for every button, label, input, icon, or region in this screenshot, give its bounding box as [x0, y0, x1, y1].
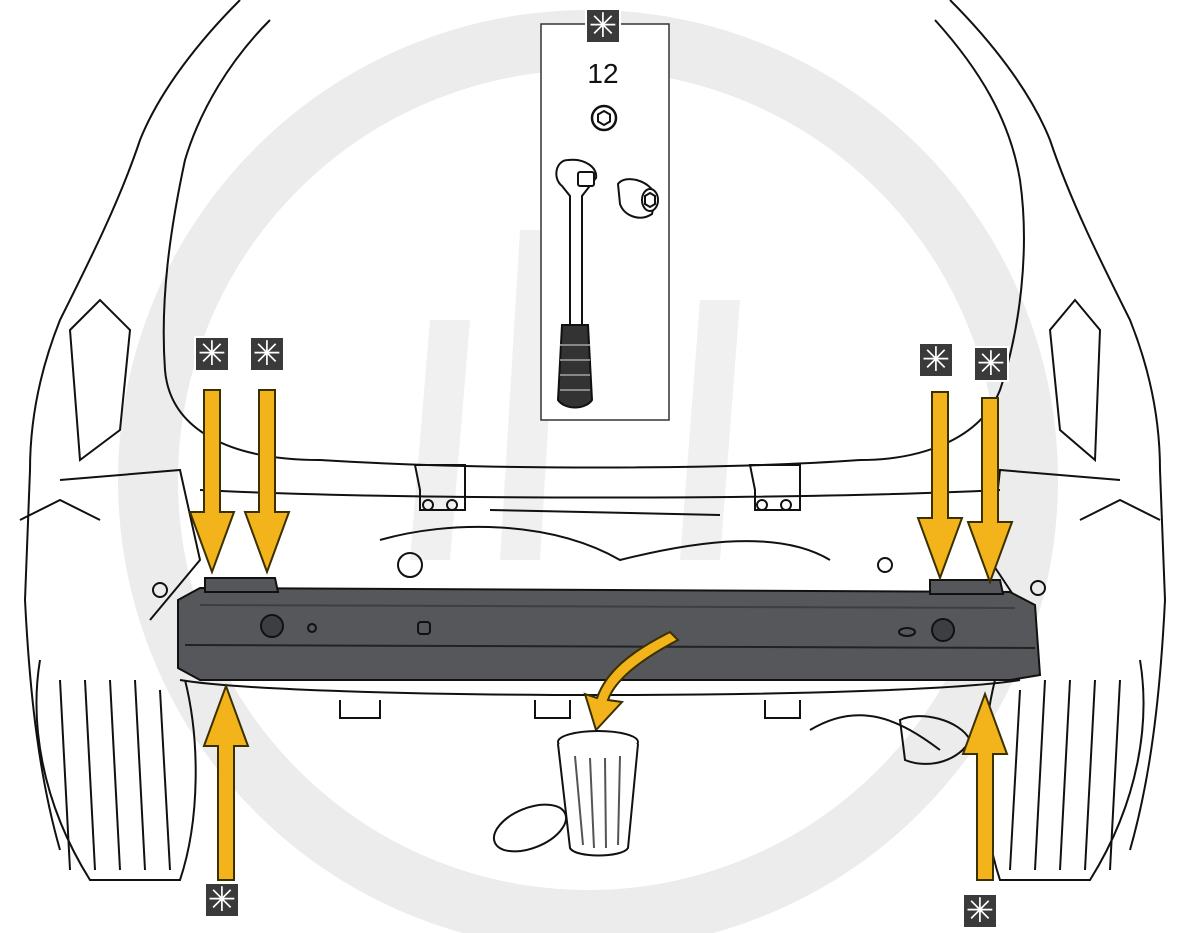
curved-arrow-icon [583, 630, 680, 732]
socket-icon [616, 178, 659, 219]
trash-can-icon [557, 730, 639, 857]
tool-panel [540, 23, 670, 421]
trash-lid-icon [492, 803, 568, 853]
callout-left-2: ✳ [249, 336, 285, 372]
socket-size-label: 12 [587, 58, 619, 89]
hex-nut-icon [590, 104, 618, 132]
ratchet-wrench-icon [555, 158, 598, 409]
arrow-up-left [202, 683, 250, 881]
callout-left-1: ✳ [194, 336, 230, 372]
callout-bottom-right: ✳ [962, 893, 998, 929]
bumper-beam [177, 577, 1042, 681]
callout-right-1: ✳ [918, 342, 954, 378]
disposal-group [492, 630, 680, 857]
arrow-down-right-2 [966, 397, 1014, 585]
arrow-down-right-1 [916, 391, 964, 581]
arrows [188, 389, 1014, 881]
callout-bottom-left: ✳ [204, 882, 240, 918]
arrow-down-left-1 [188, 389, 236, 575]
arrow-up-right [961, 691, 1009, 881]
arrow-down-left-2 [243, 389, 291, 575]
callout-tool: ✳ [585, 8, 621, 44]
callout-right-2: ✳ [973, 346, 1009, 382]
